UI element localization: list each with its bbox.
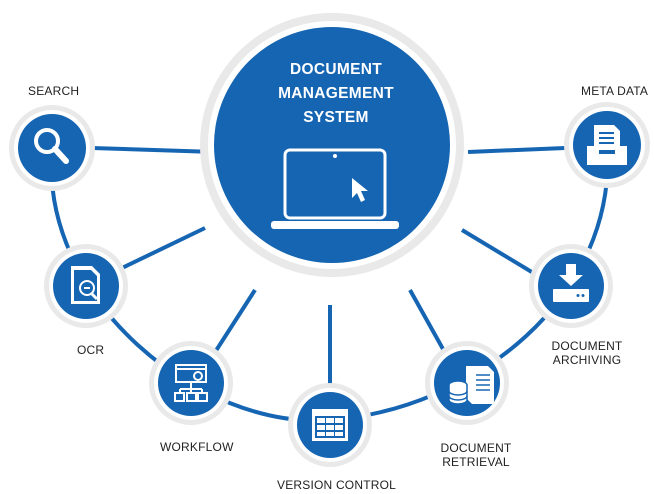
node-meta-data	[564, 102, 650, 188]
center-title: DOCUMENT MANAGEMENT SYSTEM	[236, 58, 436, 130]
table-grid-icon	[312, 409, 348, 441]
spoke-workflow	[208, 288, 257, 362]
laptop-icon	[271, 148, 399, 229]
node-version-control	[288, 383, 372, 467]
file-drawer-icon	[587, 125, 627, 165]
node-workflow	[149, 341, 233, 425]
label-meta-data: META DATA	[581, 84, 649, 98]
node-document-archiving	[529, 244, 613, 328]
label-ocr: OCR	[77, 343, 105, 357]
server-database-icon	[448, 366, 494, 405]
download-tray-icon	[553, 264, 589, 302]
magnifier-icon	[34, 128, 69, 164]
spoke-search	[91, 146, 216, 154]
node-ocr	[44, 244, 128, 328]
label-document-archiving: DOCUMENT ARCHIVING	[551, 339, 623, 367]
spoke-document-archiving	[460, 228, 547, 282]
node-search	[9, 105, 95, 191]
label-document-retrieval: DOCUMENT RETRIEVAL	[440, 441, 512, 469]
center-title-line-3: SYSTEM	[303, 109, 369, 126]
center-hub	[200, 13, 464, 277]
connector-spokes	[91, 146, 566, 385]
center-title-line-2: MANAGEMENT	[278, 85, 394, 102]
cursor-icon	[352, 178, 368, 202]
label-workflow: WORKFLOW	[160, 440, 234, 454]
label-version-control: VERSION CONTROL	[277, 478, 397, 492]
spoke-ocr	[121, 226, 206, 270]
spoke-document-retrieval	[408, 289, 450, 359]
workflow-icon	[174, 364, 208, 402]
label-search: SEARCH	[28, 84, 80, 98]
ocr-document-icon	[71, 266, 100, 304]
spoke-meta-data	[467, 146, 566, 154]
center-title-line-1: DOCUMENT	[290, 61, 382, 78]
node-document-retrieval	[425, 341, 509, 425]
